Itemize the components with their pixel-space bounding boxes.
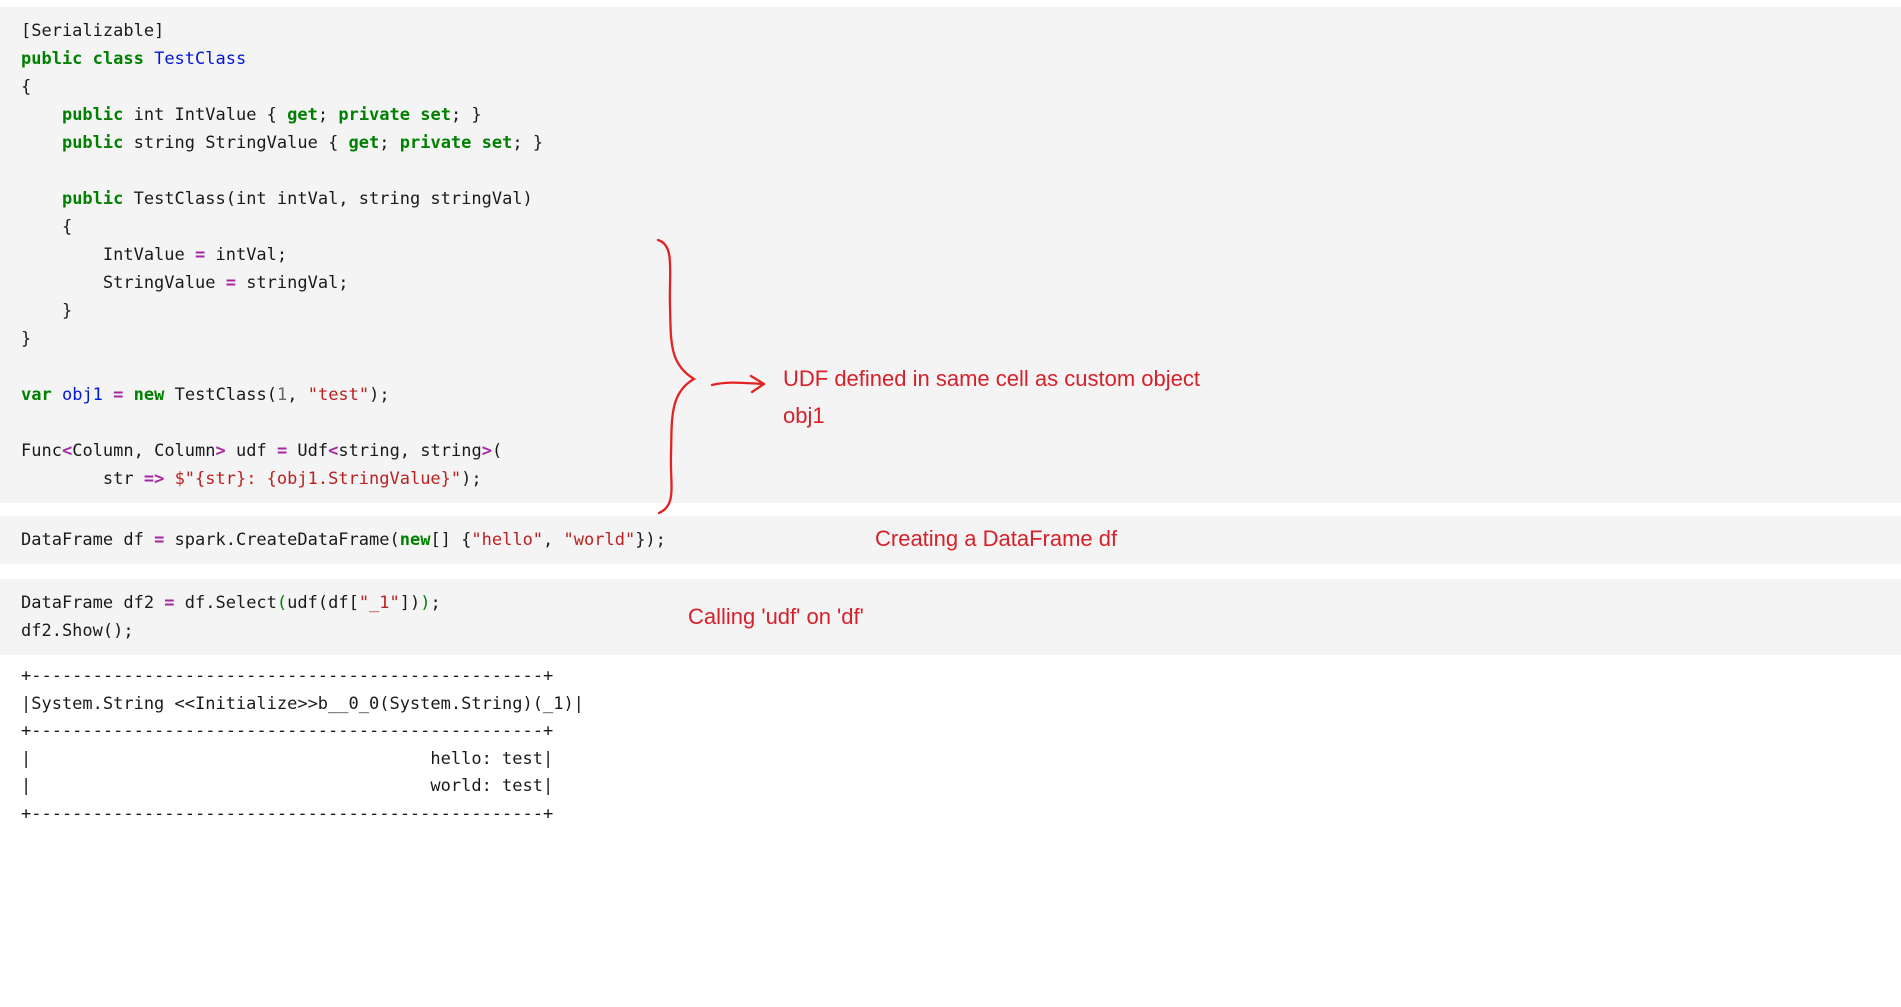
code-line: StringValue = stringVal; (21, 273, 349, 293)
code-line: public string StringValue { get; private… (61, 133, 544, 153)
code-line: Func<Column, Column> udf = Udf<string, s… (21, 441, 503, 461)
code-line: [Serializable] (21, 21, 165, 41)
code-cell-2[interactable]: DataFrame df = spark.CreateDataFrame(new… (0, 516, 1901, 564)
code-line: public class TestClass (21, 49, 247, 69)
spark-output-table: +---------------------------------------… (21, 666, 584, 824)
right-arrow-icon (710, 374, 766, 394)
code-line: df2.Show(); (21, 621, 134, 641)
code-line: } (21, 301, 73, 321)
hand-drawn-brace-and-arrow (656, 238, 766, 515)
code-line: var obj1 = new TestClass(1, "test"); (21, 385, 390, 405)
code-line: DataFrame df2 = df.Select(udf(df["_1"]))… (21, 593, 441, 613)
annotation-calling-udf: Calling 'udf' on 'df' (688, 604, 864, 629)
annotation-udf-note-line1: UDF defined in same cell as custom objec… (783, 366, 1200, 391)
code-cell-3[interactable]: DataFrame df2 = df.Select(udf(df["_1"]))… (0, 579, 1901, 655)
code-cell-1[interactable]: [Serializable] public class TestClass { pu… (0, 7, 1901, 503)
code-line: } (21, 329, 32, 349)
code-line: IntValue = intVal; (21, 245, 288, 265)
code-line: { (21, 217, 73, 237)
code-line (21, 157, 1880, 185)
annotation-udf-note-line2: obj1 (783, 403, 825, 428)
code-line: str => $"{str}: {obj1.StringValue}"); (21, 469, 482, 489)
annotation-creating-dataframe: Creating a DataFrame df (875, 526, 1118, 551)
code-line: { (21, 77, 32, 97)
curly-brace-icon (656, 238, 697, 515)
code-line: public int IntValue { get; private set; … (61, 105, 482, 125)
code-line: DataFrame df = spark.CreateDataFrame(new… (21, 530, 666, 550)
annotation-udf-note: UDF defined in same cell as custom objec… (783, 360, 1200, 434)
code-line: public TestClass(int intVal, string stri… (61, 189, 533, 209)
